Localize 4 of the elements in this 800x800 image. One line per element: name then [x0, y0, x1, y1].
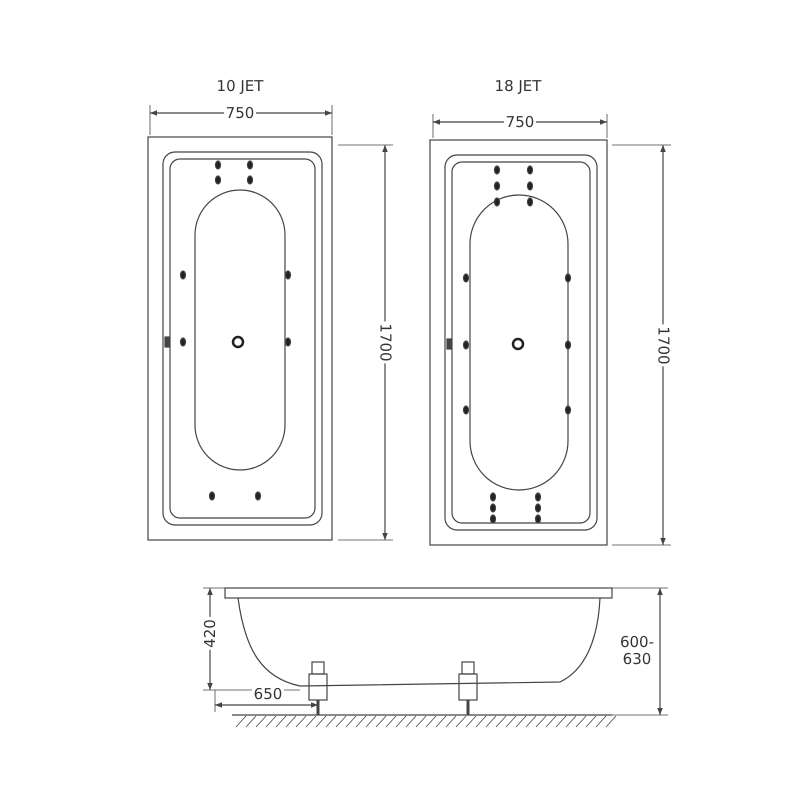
dimension-label: 650: [252, 686, 284, 702]
dimension-label: 750: [224, 104, 256, 122]
dimension-label: 420: [202, 616, 218, 650]
dimension-label: 750: [504, 114, 536, 130]
